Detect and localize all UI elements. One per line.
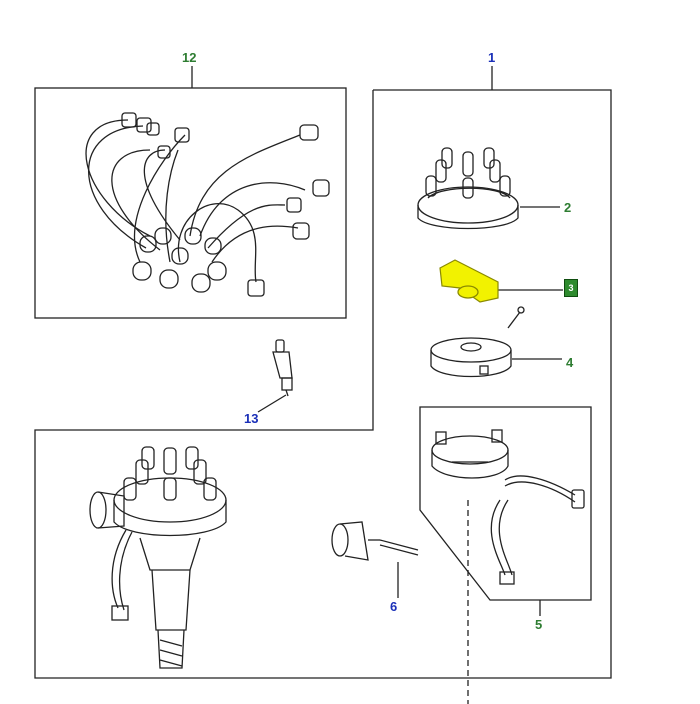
pickup-module — [431, 429, 585, 585]
retaining-pin — [507, 306, 525, 329]
callout-3-badge: 3 — [564, 279, 578, 297]
rotor-arm — [439, 259, 499, 303]
dust-shield — [430, 337, 512, 378]
distributor-cap — [417, 147, 519, 230]
vacuum-advance-unit — [331, 521, 419, 561]
wire-set-frame — [34, 87, 347, 319]
callout-4: 4 — [566, 355, 574, 370]
callout-6: 6 — [390, 599, 398, 614]
distributor-frame — [34, 89, 612, 679]
callout-13: 13 — [244, 411, 259, 426]
callout-2: 2 — [564, 200, 572, 215]
distributor-assembly — [89, 446, 227, 669]
spark-plug — [272, 339, 293, 397]
callout-12: 12 — [182, 50, 197, 65]
callout-1: 1 — [488, 50, 496, 65]
ht-lead-set — [85, 112, 330, 297]
callout-5: 5 — [535, 617, 543, 632]
